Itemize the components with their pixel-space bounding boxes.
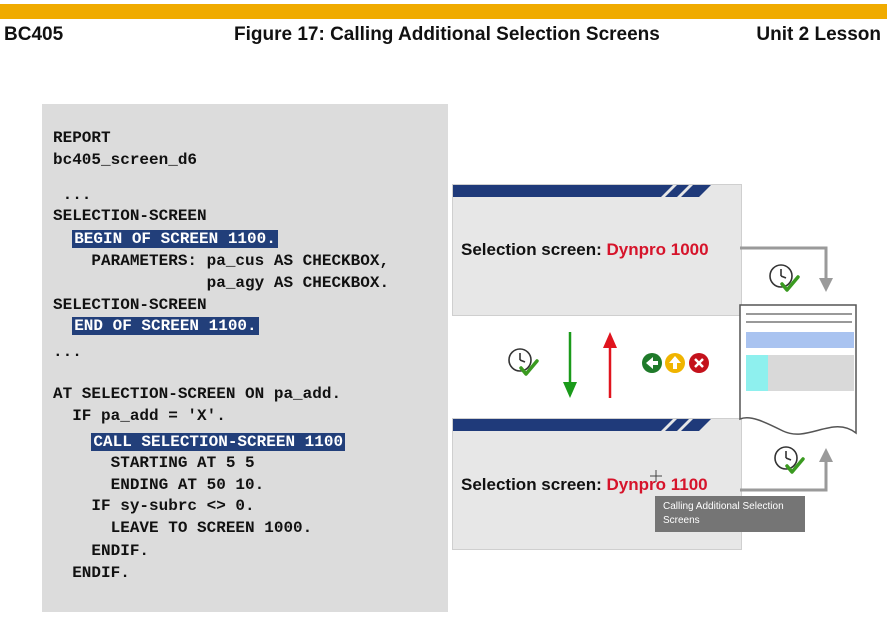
code-text: bc405_screen_d6 — [53, 151, 198, 169]
code-text: ENDING AT 50 10. — [53, 476, 265, 494]
execute-icon[interactable] — [506, 346, 540, 380]
code-line: STARTING AT 5 5 — [53, 453, 255, 473]
code-line: bc405_screen_d6 — [53, 150, 197, 170]
list-document-icon — [739, 304, 857, 435]
code-text: SELECTION-SCREEN — [53, 296, 207, 314]
code-line: ... — [53, 185, 92, 205]
code-line: IF pa_add = 'X'. — [53, 406, 226, 426]
course-code: BC405 — [4, 24, 64, 45]
code-text: REPORT — [53, 129, 111, 147]
back-icon[interactable] — [641, 352, 665, 376]
top-accent-bar — [0, 4, 887, 19]
screen-title-bar — [453, 419, 711, 431]
code-text: PARAMETERS: pa_cus AS CHECKBOX, — [53, 252, 390, 270]
code-text — [53, 317, 72, 335]
code-highlight: BEGIN OF SCREEN 1100. — [72, 230, 278, 248]
code-panel — [42, 104, 448, 612]
connector-arrow-bottom — [740, 448, 833, 492]
dynpro-number: Dynpro 1000 — [606, 240, 709, 259]
code-highlight: CALL SELECTION-SCREEN 1100 — [91, 433, 346, 451]
code-text: ... — [53, 343, 82, 361]
code-text: AT SELECTION-SCREEN ON pa_add. — [53, 385, 342, 403]
selection-screen-1100: Selection screen: Dynpro 1100 — [452, 418, 742, 550]
code-line: PARAMETERS: pa_cus AS CHECKBOX, — [53, 251, 389, 271]
code-text: IF pa_add = 'X'. — [53, 407, 226, 425]
code-line: END OF SCREEN 1100. — [53, 316, 259, 336]
screen-label-text: Selection screen: — [461, 475, 607, 494]
code-text: STARTING AT 5 5 — [53, 454, 255, 472]
code-text: ... — [53, 186, 92, 204]
screen-label: Selection screen: Dynpro 1000 — [461, 240, 709, 260]
connector-arrow-top — [740, 246, 833, 292]
code-line: pa_agy AS CHECKBOX. — [53, 273, 389, 293]
code-text: LEAVE TO SCREEN 1000. — [53, 519, 313, 537]
red-arrow-up-icon — [603, 332, 617, 398]
code-text — [53, 230, 72, 248]
tooltip: Calling Additional Selection Screens — [655, 496, 805, 532]
screen-label-text: Selection screen: — [461, 240, 607, 259]
code-text — [53, 433, 91, 451]
code-text: SELECTION-SCREEN — [53, 207, 207, 225]
screen-title-bar — [453, 185, 711, 197]
code-line: CALL SELECTION-SCREEN 1100 — [53, 432, 346, 452]
code-line: BEGIN OF SCREEN 1100. — [53, 229, 278, 249]
code-text: pa_agy AS CHECKBOX. — [53, 274, 390, 292]
code-line: IF sy-subrc <> 0. — [53, 496, 255, 516]
code-line: LEAVE TO SCREEN 1000. — [53, 518, 313, 538]
execute-icon[interactable] — [772, 444, 806, 478]
execute-icon[interactable] — [767, 262, 801, 296]
code-text: ENDIF. — [53, 564, 130, 582]
code-line: ... — [53, 342, 82, 362]
cancel-icon[interactable] — [688, 352, 712, 376]
unit-label: Unit 2 Lesson — [756, 24, 881, 45]
code-line: SELECTION-SCREEN — [53, 295, 207, 315]
code-line: ENDING AT 50 10. — [53, 475, 265, 495]
code-highlight: END OF SCREEN 1100. — [72, 317, 259, 335]
cursor-crosshair-icon — [650, 470, 662, 482]
code-line: ENDIF. — [53, 541, 149, 561]
code-line: AT SELECTION-SCREEN ON pa_add. — [53, 384, 341, 404]
screen-label: Selection screen: Dynpro 1100 — [461, 475, 708, 495]
code-line: REPORT — [53, 128, 111, 148]
code-line: SELECTION-SCREEN — [53, 206, 207, 226]
code-text: ENDIF. — [53, 542, 150, 560]
figure-title: Figure 17: Calling Additional Selection … — [234, 24, 660, 45]
green-arrow-down-icon — [563, 332, 577, 398]
dynpro-number: Dynpro 1100 — [606, 475, 708, 494]
selection-screen-1000: Selection screen: Dynpro 1000 — [452, 184, 742, 316]
code-text: IF sy-subrc <> 0. — [53, 497, 255, 515]
exit-icon[interactable] — [664, 352, 688, 376]
code-line: ENDIF. — [53, 563, 130, 583]
